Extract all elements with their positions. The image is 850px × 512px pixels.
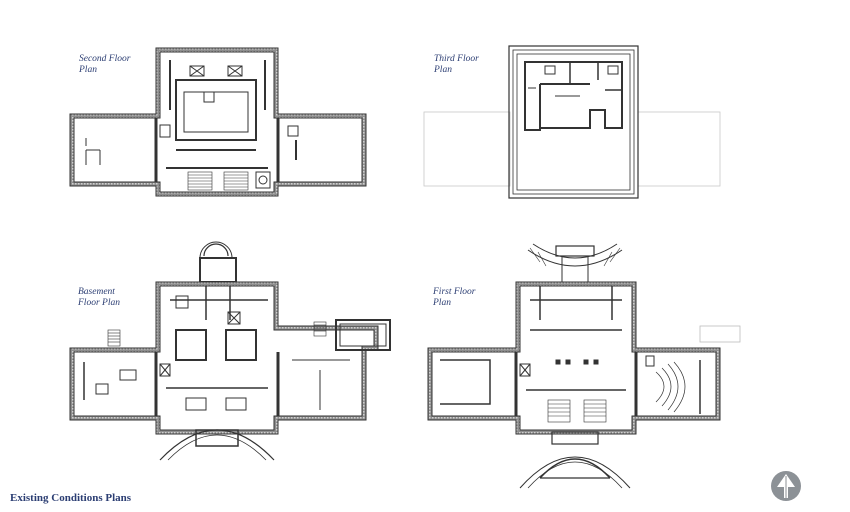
third-floor-label: Third Floor Plan xyxy=(434,54,479,75)
sheet-title: Existing Conditions Plans xyxy=(10,492,132,504)
second-floor-label: Second Floor Plan xyxy=(79,54,131,75)
first-floor-label: First Floor Plan xyxy=(433,287,476,308)
second-floor-plan xyxy=(69,47,367,197)
first-floor-plan xyxy=(427,243,741,489)
basement-floor-plan xyxy=(69,241,391,461)
north-arrow-icon xyxy=(771,471,801,501)
third-floor-plan xyxy=(423,45,721,199)
basement-floor-label: Basement Floor Plan xyxy=(78,287,120,308)
